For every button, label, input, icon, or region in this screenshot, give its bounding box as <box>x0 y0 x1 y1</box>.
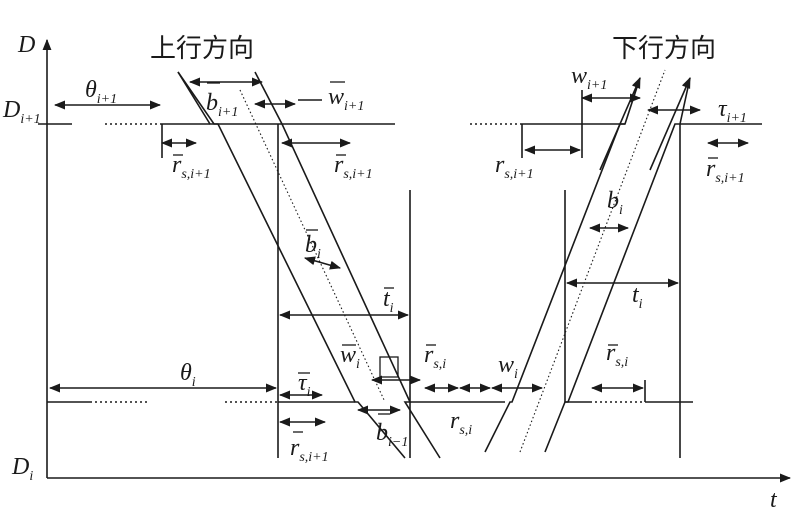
rs-bar-i1-right-label: rs,i+1 <box>706 156 745 186</box>
w-i-label: wi <box>498 352 518 382</box>
bbar-im1-label: bi−1 <box>376 420 408 450</box>
rsbar-left-label: rs,i+1 <box>172 152 211 182</box>
axes <box>38 38 792 483</box>
upward-train-band <box>177 71 441 459</box>
upward-direction-title: 上行方向 <box>150 34 254 64</box>
rs-i-label: rs,i <box>450 408 472 438</box>
dimension-arrows <box>48 77 750 427</box>
rsbar-bottom-label: rs,i+1 <box>290 435 329 465</box>
wbar-i1-label: wi+1 <box>328 84 364 114</box>
w-i1-label: wi+1 <box>571 63 607 93</box>
bbar-i1-label: bi+1 <box>206 90 238 120</box>
rsbar-i-label: rs,i <box>424 342 446 372</box>
wbar-i-label: wi <box>340 342 360 372</box>
bbar-i-arrow <box>303 256 342 270</box>
downward-train-band <box>484 69 691 453</box>
theta-i1-label: θi+1 <box>85 77 117 107</box>
tau-i1-label: τi+1 <box>718 96 747 126</box>
d-i1-label: Di+1 <box>2 97 41 127</box>
overlines <box>173 81 718 433</box>
x-axis-label: t <box>770 487 778 513</box>
taubar-i-label: τi <box>298 370 311 400</box>
theta-i-label: θi <box>180 360 196 390</box>
rs-i1-label: rs,i+1 <box>495 152 534 182</box>
downward-direction-title: 下行方向 <box>612 34 716 64</box>
rsbar-mid-label: rs,i+1 <box>334 152 373 182</box>
wbar-i-box <box>379 356 399 378</box>
tbar-i-label: ti <box>383 286 394 316</box>
rs-bar-i-right-label: rs,i <box>606 340 628 370</box>
b-i-label: bi <box>607 188 623 218</box>
variable-labels: θi+1 bi+1 wi+1 rs,i+1 rs,i+1 bi ti wi θi… <box>85 63 747 465</box>
d-i-label: Di <box>11 454 33 484</box>
t-i-label: ti <box>632 282 643 312</box>
bbar-i-label: bi <box>305 232 321 262</box>
y-axis-label: D <box>17 32 35 58</box>
